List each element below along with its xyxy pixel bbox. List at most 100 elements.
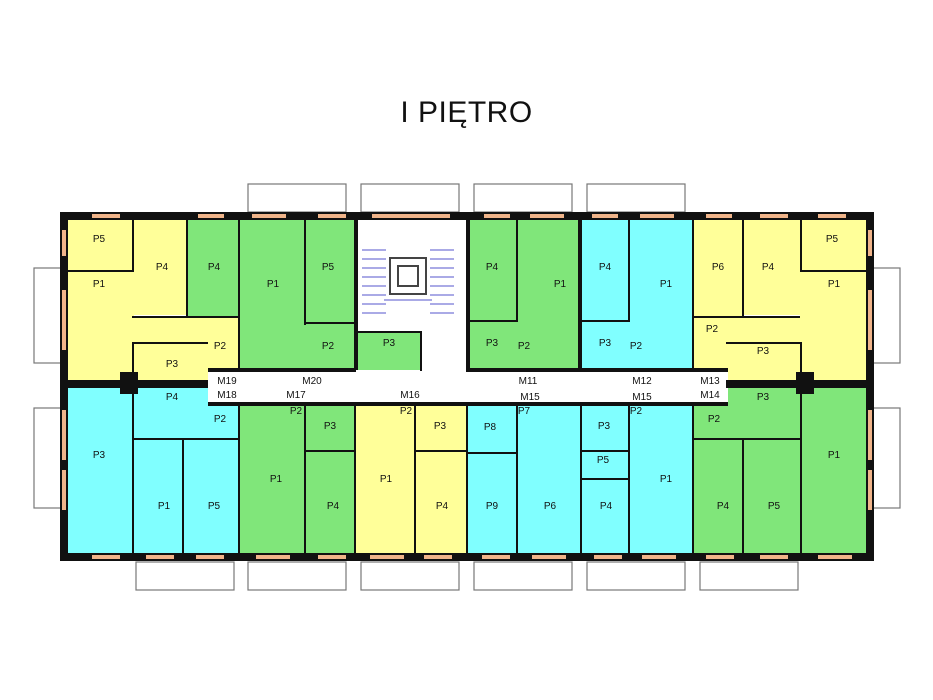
- wall: [132, 220, 134, 272]
- room-label: P1: [554, 279, 567, 290]
- room-fill: [66, 220, 132, 272]
- window: [484, 214, 510, 218]
- balcony: [247, 561, 347, 591]
- wall: [120, 372, 138, 394]
- wall: [466, 452, 516, 454]
- room-fill: [744, 440, 800, 553]
- window: [706, 555, 734, 559]
- room-label: P3: [93, 450, 106, 461]
- wall: [132, 342, 208, 344]
- room-label: P4: [717, 501, 730, 512]
- wall: [800, 220, 802, 272]
- wall: [516, 220, 518, 322]
- wall: [466, 404, 468, 554]
- wall: [357, 331, 421, 333]
- balcony: [33, 267, 63, 364]
- window: [252, 214, 286, 218]
- room-fill: [468, 322, 516, 370]
- wall: [580, 220, 582, 370]
- room-label: P2: [630, 341, 643, 352]
- wall: [208, 368, 356, 372]
- balcony: [871, 407, 901, 509]
- room-fill: [357, 333, 421, 370]
- window: [372, 214, 450, 218]
- room-label: P1: [660, 474, 673, 485]
- wall: [692, 220, 694, 370]
- room-fills: [66, 220, 868, 554]
- balcony: [473, 561, 573, 591]
- window: [318, 555, 346, 559]
- apartment-label: M18: [217, 390, 237, 401]
- room-label: P3: [598, 421, 611, 432]
- room-label: P8: [484, 422, 497, 433]
- wall: [800, 388, 802, 553]
- wall: [800, 342, 802, 382]
- wall: [238, 404, 240, 554]
- apartment-label: M15: [632, 392, 652, 403]
- room-label: P2: [518, 341, 531, 352]
- wall: [304, 220, 306, 325]
- room-fill: [66, 388, 132, 553]
- balcony: [135, 561, 235, 591]
- wall: [628, 404, 630, 554]
- window: [592, 214, 618, 218]
- room-label: P3: [757, 392, 770, 403]
- balcony: [473, 183, 573, 213]
- windows: [62, 214, 872, 559]
- room-fill: [416, 452, 466, 554]
- room-label: P4: [762, 262, 775, 273]
- window: [868, 410, 872, 460]
- room-fill: [582, 480, 628, 554]
- room-fill: [134, 343, 208, 383]
- window: [640, 214, 674, 218]
- room-fill: [728, 343, 800, 383]
- wall: [414, 404, 416, 554]
- room-label: P4: [327, 501, 340, 512]
- room-fill: [800, 388, 868, 553]
- window: [196, 555, 224, 559]
- room-label: P5: [208, 501, 221, 512]
- room-label: P1: [380, 474, 393, 485]
- room-fill: [132, 388, 208, 415]
- balcony: [33, 407, 63, 509]
- apartment-label: M19: [217, 376, 237, 387]
- room-label: P1: [828, 450, 841, 461]
- window: [318, 214, 346, 218]
- room-fill: [468, 220, 516, 322]
- window: [62, 290, 66, 350]
- apartment-label: M14: [700, 390, 720, 401]
- room-fill: [516, 330, 566, 370]
- room-fill: [744, 220, 800, 315]
- window: [760, 214, 788, 218]
- room-label: P4: [436, 501, 449, 512]
- apartment-label: M13: [700, 376, 720, 387]
- balcony: [871, 267, 901, 364]
- room-fill: [240, 404, 306, 554]
- room-label: P6: [712, 262, 725, 273]
- room-fill: [306, 452, 356, 554]
- room-label: P5: [768, 501, 781, 512]
- apartment-label: M20: [302, 376, 322, 387]
- balcony: [586, 183, 686, 213]
- room-label: P7: [518, 406, 531, 417]
- wall: [692, 316, 800, 318]
- room-label: P4: [156, 262, 169, 273]
- room-label: P2: [214, 341, 227, 352]
- wall: [420, 331, 422, 371]
- apartment-label: M15: [520, 392, 540, 403]
- room-label: P3: [757, 346, 770, 357]
- room-label: P4: [166, 392, 179, 403]
- balcony: [360, 183, 460, 213]
- window: [256, 555, 290, 559]
- wall: [60, 553, 872, 561]
- wall: [580, 320, 628, 322]
- window: [706, 214, 732, 218]
- wall: [132, 316, 240, 318]
- room-fill: [800, 220, 866, 272]
- room-label: P5: [93, 234, 106, 245]
- room-label: P4: [486, 262, 499, 273]
- wall: [742, 440, 744, 553]
- wall: [516, 404, 518, 554]
- window: [62, 470, 66, 510]
